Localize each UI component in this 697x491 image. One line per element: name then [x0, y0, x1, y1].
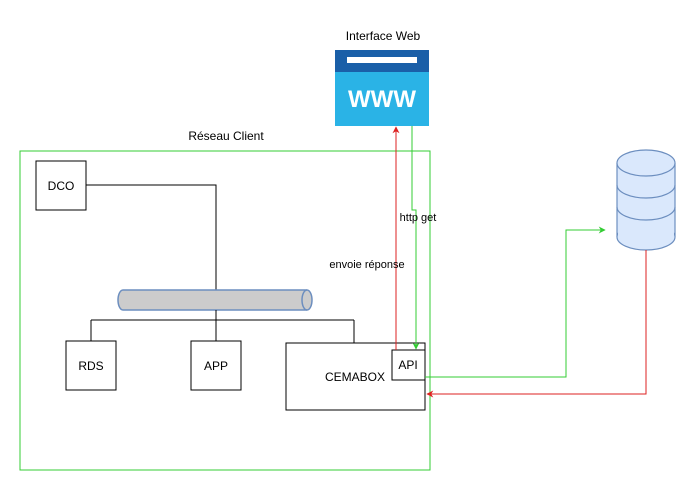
www-text: WWW	[348, 86, 416, 113]
dco-box	[35, 160, 87, 211]
network-bus-pipe	[117, 289, 313, 311]
response-label: envoie réponse	[329, 259, 404, 271]
api-to-database-arrow	[425, 226, 606, 378]
web-interface-label: Interface Web	[346, 29, 421, 43]
dco-connector	[86, 184, 217, 290]
http-get-label: http get	[400, 212, 437, 224]
bus-drop-lines	[90, 310, 355, 343]
api-box	[391, 349, 426, 381]
browser-window-icon: WWW	[335, 50, 429, 126]
rds-box	[65, 340, 117, 391]
http-get-arrow	[411, 126, 420, 350]
api-label: API	[398, 358, 417, 372]
database-to-cemabox-arrow	[426, 250, 647, 398]
client-network-boundary	[19, 150, 431, 471]
rds-label: RDS	[78, 359, 103, 373]
app-label: APP	[204, 359, 228, 373]
app-box	[190, 340, 242, 391]
cemabox-label: CEMABOX	[325, 370, 385, 384]
client-network-label: Réseau Client	[188, 129, 264, 143]
database-cylinder-icon	[616, 149, 676, 251]
dco-label: DCO	[48, 179, 75, 193]
